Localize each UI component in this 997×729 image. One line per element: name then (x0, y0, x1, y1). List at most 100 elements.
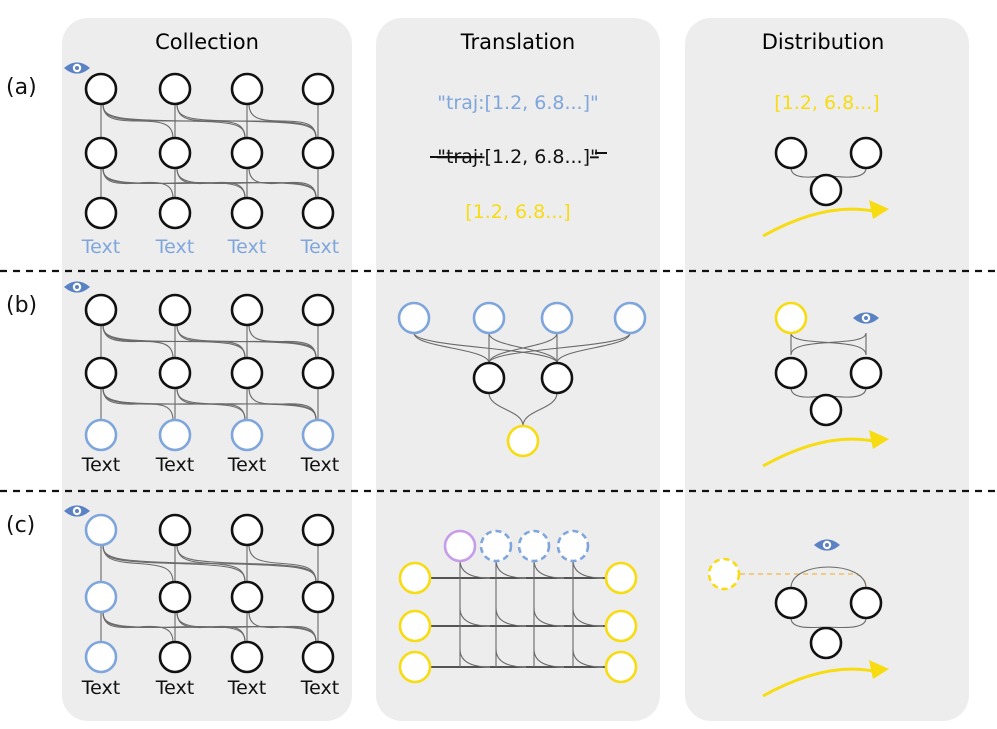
connection (176, 611, 317, 643)
text-token-label: Text (300, 236, 339, 258)
text-token-label: Text (227, 677, 266, 699)
connection (572, 559, 604, 579)
formula-values-distribution: [1.2, 6.8...] (774, 92, 879, 114)
connection (176, 167, 317, 199)
connection (495, 559, 527, 579)
connection (495, 648, 527, 668)
hidden-node (540, 361, 574, 395)
connection (176, 324, 317, 359)
eye-pupil (75, 509, 79, 513)
network-node (301, 513, 335, 547)
connection (413, 332, 490, 364)
text-token-label: Text (155, 454, 194, 476)
dashed-query-node (556, 529, 590, 563)
input-node (397, 301, 431, 335)
arrow-head (869, 660, 889, 679)
connection (488, 332, 558, 364)
network-node (158, 72, 192, 106)
network-node (301, 293, 335, 327)
title-collection: Collection (155, 30, 259, 54)
text-token-label: Text (81, 236, 120, 258)
network-node (230, 293, 264, 327)
connection (248, 167, 317, 199)
dist-node (849, 136, 883, 170)
text-token-label: Text (155, 236, 194, 258)
text-token-label: Text (300, 677, 339, 699)
text-token-label: Text (300, 454, 339, 476)
input-node (613, 301, 647, 335)
connection (533, 559, 565, 579)
dist-node (774, 136, 808, 170)
eye-pupil (864, 316, 868, 320)
eye-pupil (75, 66, 79, 70)
network-node (301, 136, 335, 170)
arrow-icon (762, 200, 889, 238)
dist-node (809, 393, 843, 427)
query-node (443, 529, 477, 563)
row-label-c: (c) (6, 513, 35, 538)
translation-network-c (398, 529, 638, 684)
network-node (84, 418, 118, 452)
network-node (158, 640, 192, 674)
connection (522, 392, 558, 427)
eye-pupil (825, 543, 829, 547)
network-node (230, 513, 264, 547)
connection (556, 332, 631, 364)
left-grid-node (398, 609, 432, 643)
dist-node (809, 626, 843, 660)
arrow-head (869, 430, 889, 449)
left-grid-node (398, 650, 432, 684)
arrow-head (869, 200, 889, 219)
connection (248, 544, 317, 583)
network-node (230, 72, 264, 106)
distribution-network-b (762, 301, 889, 468)
arrow-icon (762, 430, 889, 468)
network-node (158, 136, 192, 170)
formula-struck-suffix: " (590, 146, 599, 168)
right-grid-node (604, 650, 638, 684)
network-node (230, 356, 264, 390)
text-token-label: Text (155, 677, 194, 699)
network-node (301, 580, 335, 614)
network-node (84, 72, 118, 106)
connection (176, 387, 317, 421)
dashed-input-node (707, 557, 741, 591)
network-node (301, 418, 335, 452)
network-node (84, 136, 118, 170)
network-node (301, 196, 335, 230)
formula-values: [1.2, 6.8...] (485, 146, 590, 168)
dist-node (849, 586, 883, 620)
connection (533, 648, 565, 668)
connection (248, 611, 317, 643)
dist-node (849, 356, 883, 390)
connection (488, 332, 631, 364)
connection (176, 544, 317, 583)
distribution-network-a (762, 136, 889, 238)
network-node (84, 356, 118, 390)
row-label-a: (a) (6, 75, 37, 100)
network-node (158, 196, 192, 230)
left-grid-node (398, 561, 432, 595)
connection (248, 103, 317, 139)
network-node (84, 293, 118, 327)
right-grid-node (604, 561, 638, 595)
collection-panel (62, 18, 352, 721)
output-node (506, 424, 540, 458)
dist-node (809, 173, 843, 207)
network-node (230, 136, 264, 170)
connection (572, 648, 604, 668)
network-node (158, 293, 192, 327)
formula-traj-struck: "traj:[1.2, 6.8...]" (430, 146, 607, 168)
connection (176, 103, 317, 139)
network-node (158, 513, 192, 547)
formula-values-yellow: [1.2, 6.8...] (465, 201, 570, 223)
dashed-query-node (479, 529, 513, 563)
input-node (472, 301, 506, 335)
eye-icon (64, 62, 90, 74)
formula-traj-quoted: "traj:[1.2, 6.8...]" (437, 92, 599, 114)
network-node (158, 418, 192, 452)
